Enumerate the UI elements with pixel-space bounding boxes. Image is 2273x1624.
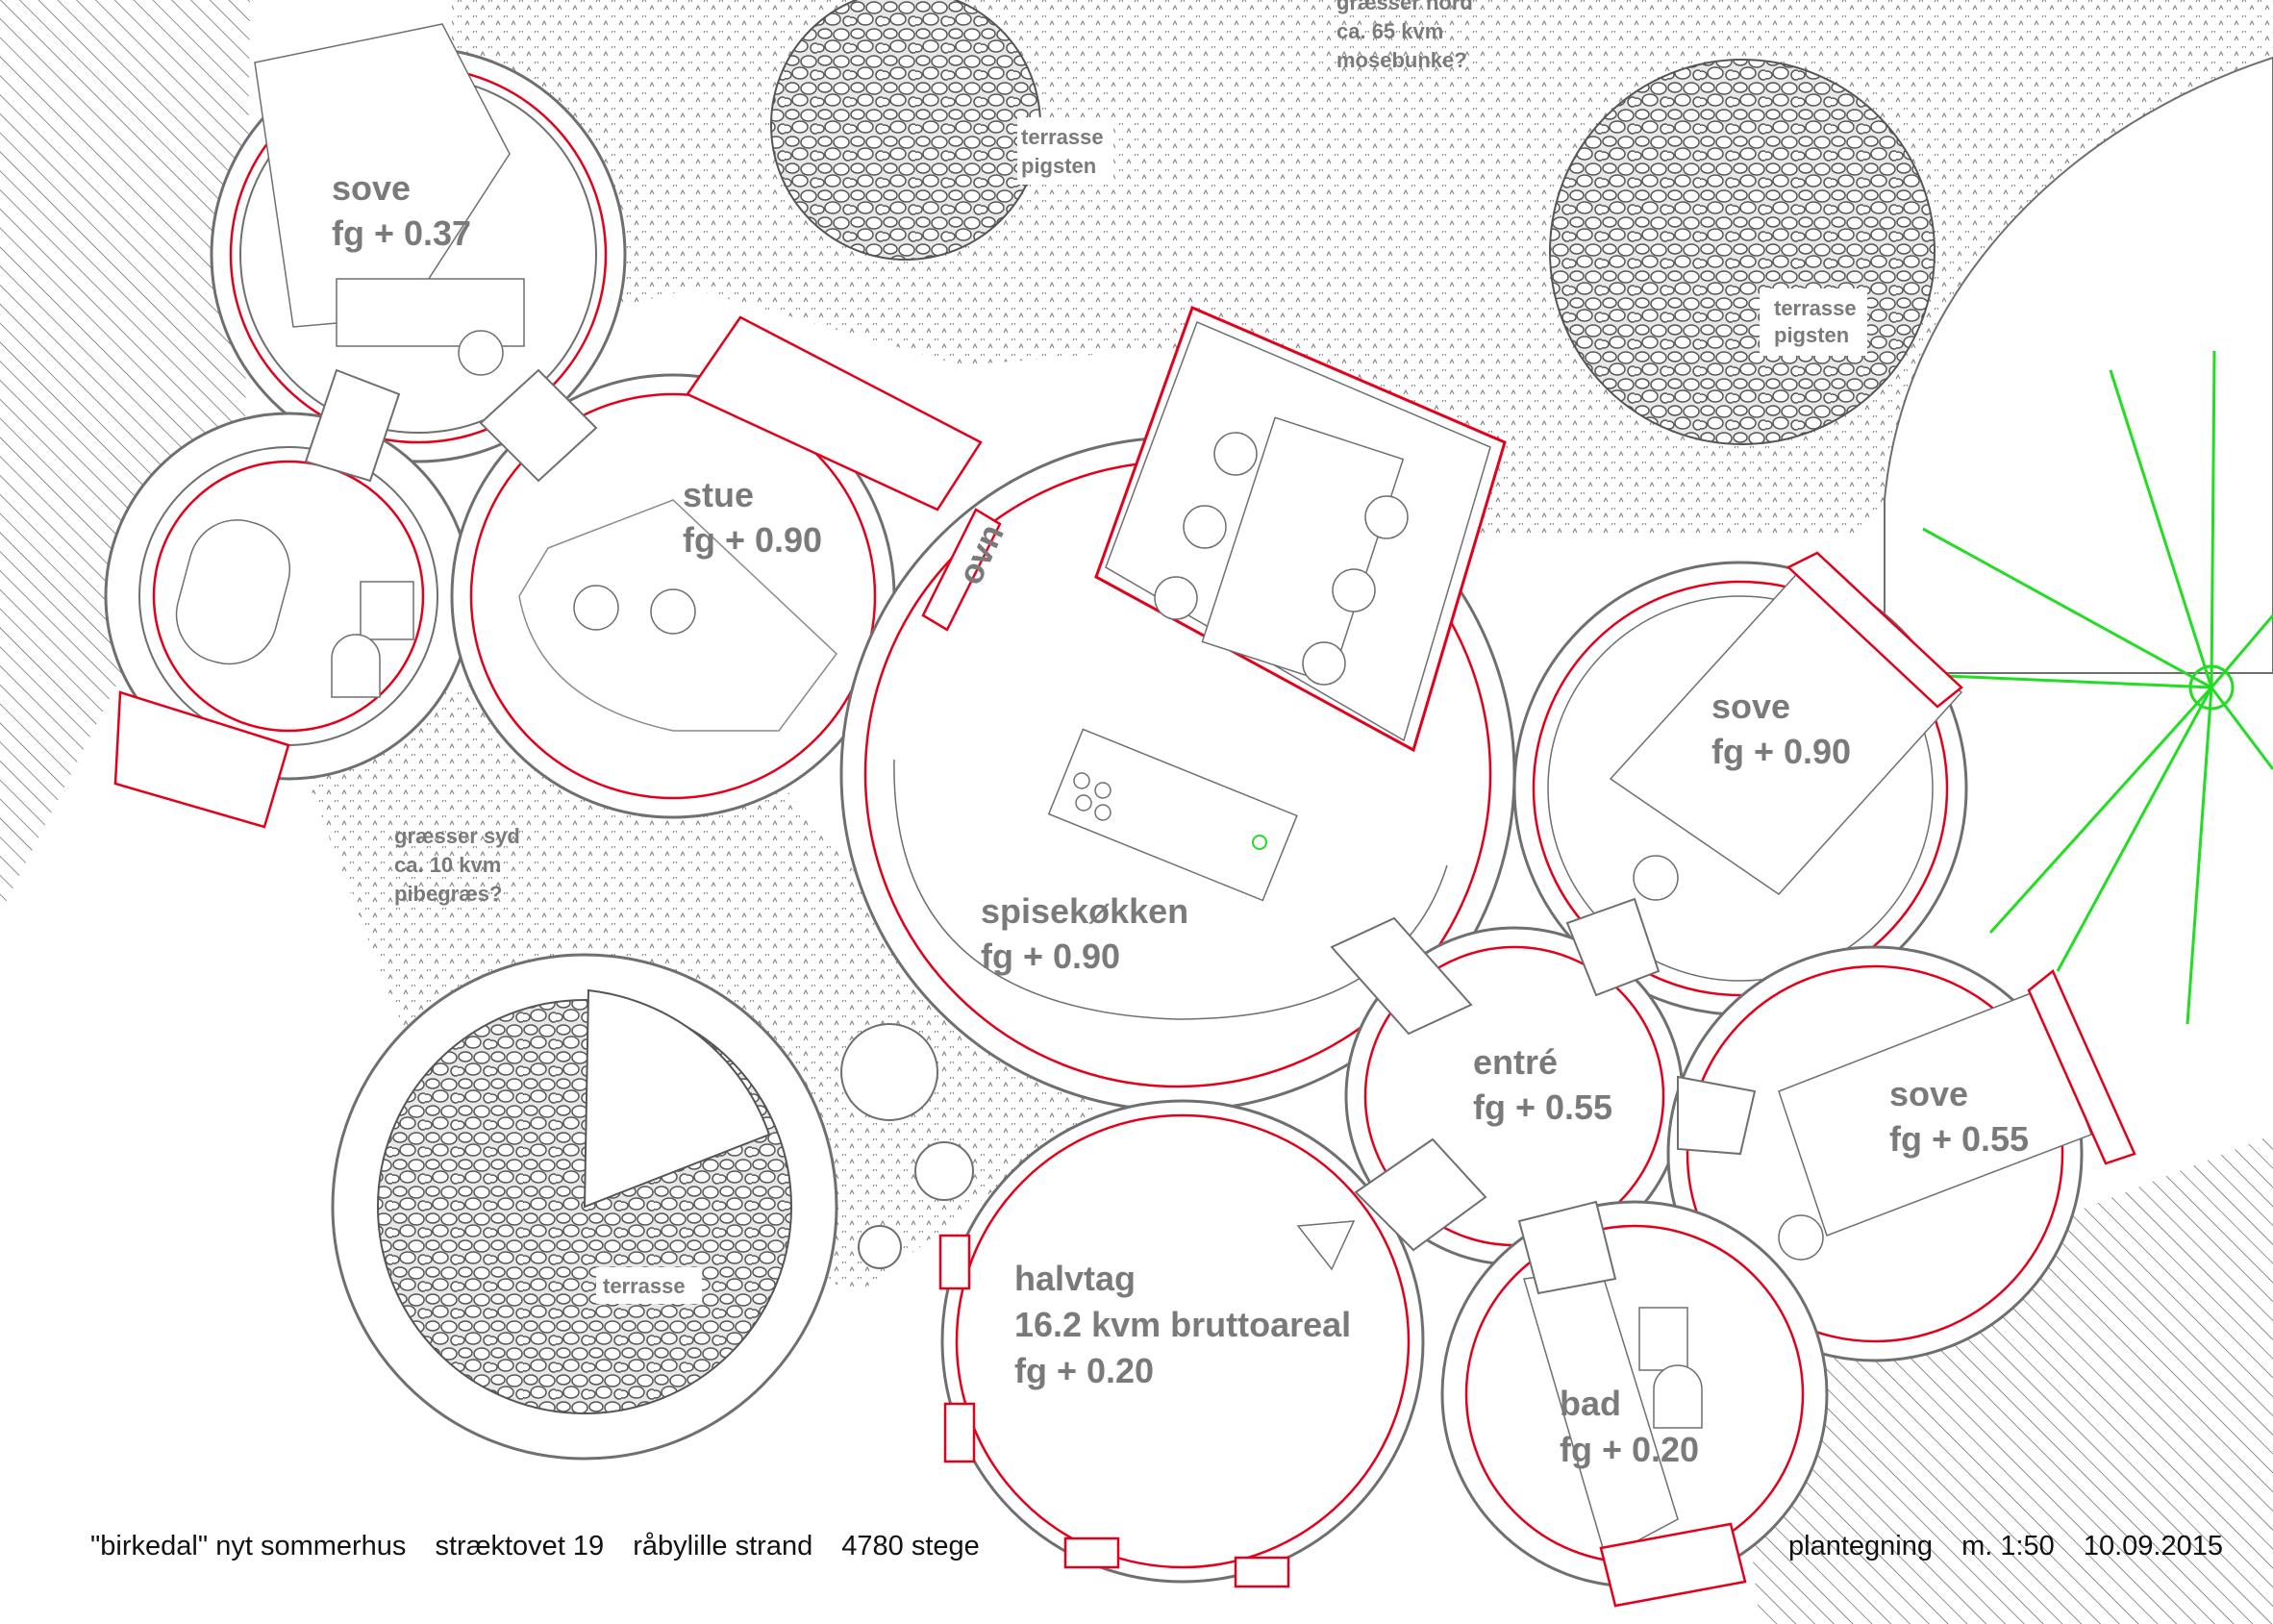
room-halvtag	[938, 1099, 1425, 1588]
room-sove-southeast	[1666, 945, 2136, 1362]
clearing-east	[1884, 56, 2273, 674]
label-sove-southeast-level: fg + 0.55	[1889, 1119, 2029, 1159]
label-bad-level: fg + 0.20	[1560, 1430, 1699, 1469]
room-stue	[450, 315, 983, 819]
label-grasser-nord-3: mosebunke?	[1336, 48, 1467, 72]
footer-project: "birkedal" nyt sommerhus	[90, 1531, 407, 1562]
label-terrasse-top-2: pigsten	[1021, 154, 1096, 178]
label-halvtag-area: 16.2 kvm bruttoareal	[1014, 1305, 1351, 1344]
label-spisekokken-level: fg + 0.90	[981, 937, 1120, 976]
label-terrasse-top-1: terrasse	[1021, 125, 1104, 149]
footer-date: 10.09.2015	[2083, 1531, 2223, 1562]
footer-city: 4780 stege	[841, 1531, 980, 1562]
stepping-stones	[840, 1023, 974, 1269]
label-terrasse-southwest: terrasse	[603, 1274, 686, 1298]
footer-street: stræktovet 19	[435, 1531, 605, 1562]
footer-drawing: plantegning	[1788, 1531, 1933, 1562]
label-sove-southeast-name: sove	[1889, 1074, 1968, 1113]
label-stue-level: fg + 0.90	[683, 520, 822, 560]
terrasse-top	[770, 0, 1113, 261]
label-spisekokken-name: spisekøkken	[981, 891, 1188, 931]
room-sove-nw	[210, 23, 627, 463]
label-sove-east-level: fg + 0.90	[1711, 732, 1851, 771]
door-symbols	[304, 368, 1757, 1295]
hatch-area-west	[0, 0, 250, 913]
label-halvtag-name: halvtag	[1014, 1259, 1136, 1298]
footer-project-info: "birkedal" nyt sommerhus stræktovet 19 r…	[90, 1531, 980, 1562]
label-grasser-syd-1: græsser syd	[394, 824, 520, 848]
label-terrasse-right-1: terrasse	[1774, 296, 1857, 320]
footer-drawing-info: plantegning m. 1:50 10.09.2015	[1788, 1531, 2223, 1562]
label-grasser-syd-2: ca. 10 kvm	[394, 853, 501, 877]
terrasse-southwest	[331, 953, 838, 1461]
label-grasser-nord-2: ca. 65 kvm	[1336, 19, 1443, 43]
label-sove-east-name: sove	[1711, 687, 1790, 726]
label-sove-nw-level: fg + 0.37	[332, 213, 471, 253]
room-bath-west	[104, 412, 473, 829]
label-grasser-syd-3: pibegræs?	[394, 882, 502, 906]
room-bad	[1440, 1200, 1829, 1608]
footer-scale: m. 1:50	[1961, 1531, 2055, 1562]
label-entre-name: entré	[1473, 1042, 1558, 1082]
label-stue-name: stue	[683, 475, 754, 514]
label-bad-name: bad	[1560, 1384, 1621, 1423]
terrasse-right	[1549, 59, 1936, 445]
label-sove-nw-name: sove	[332, 168, 411, 208]
label-grasser-nord-1: græsser nord	[1336, 0, 1473, 14]
hatch-area-southeast	[1731, 1135, 2273, 1624]
label-entre-level: fg + 0.55	[1473, 1087, 1612, 1127]
footer-place: råbylille strand	[633, 1531, 813, 1562]
room-labels: sove fg + 0.37 stue fg + 0.90 ovn spisek…	[332, 0, 2029, 1469]
label-halvtag-level: fg + 0.20	[1014, 1351, 1154, 1390]
label-terrasse-right-2: pigsten	[1774, 323, 1849, 347]
